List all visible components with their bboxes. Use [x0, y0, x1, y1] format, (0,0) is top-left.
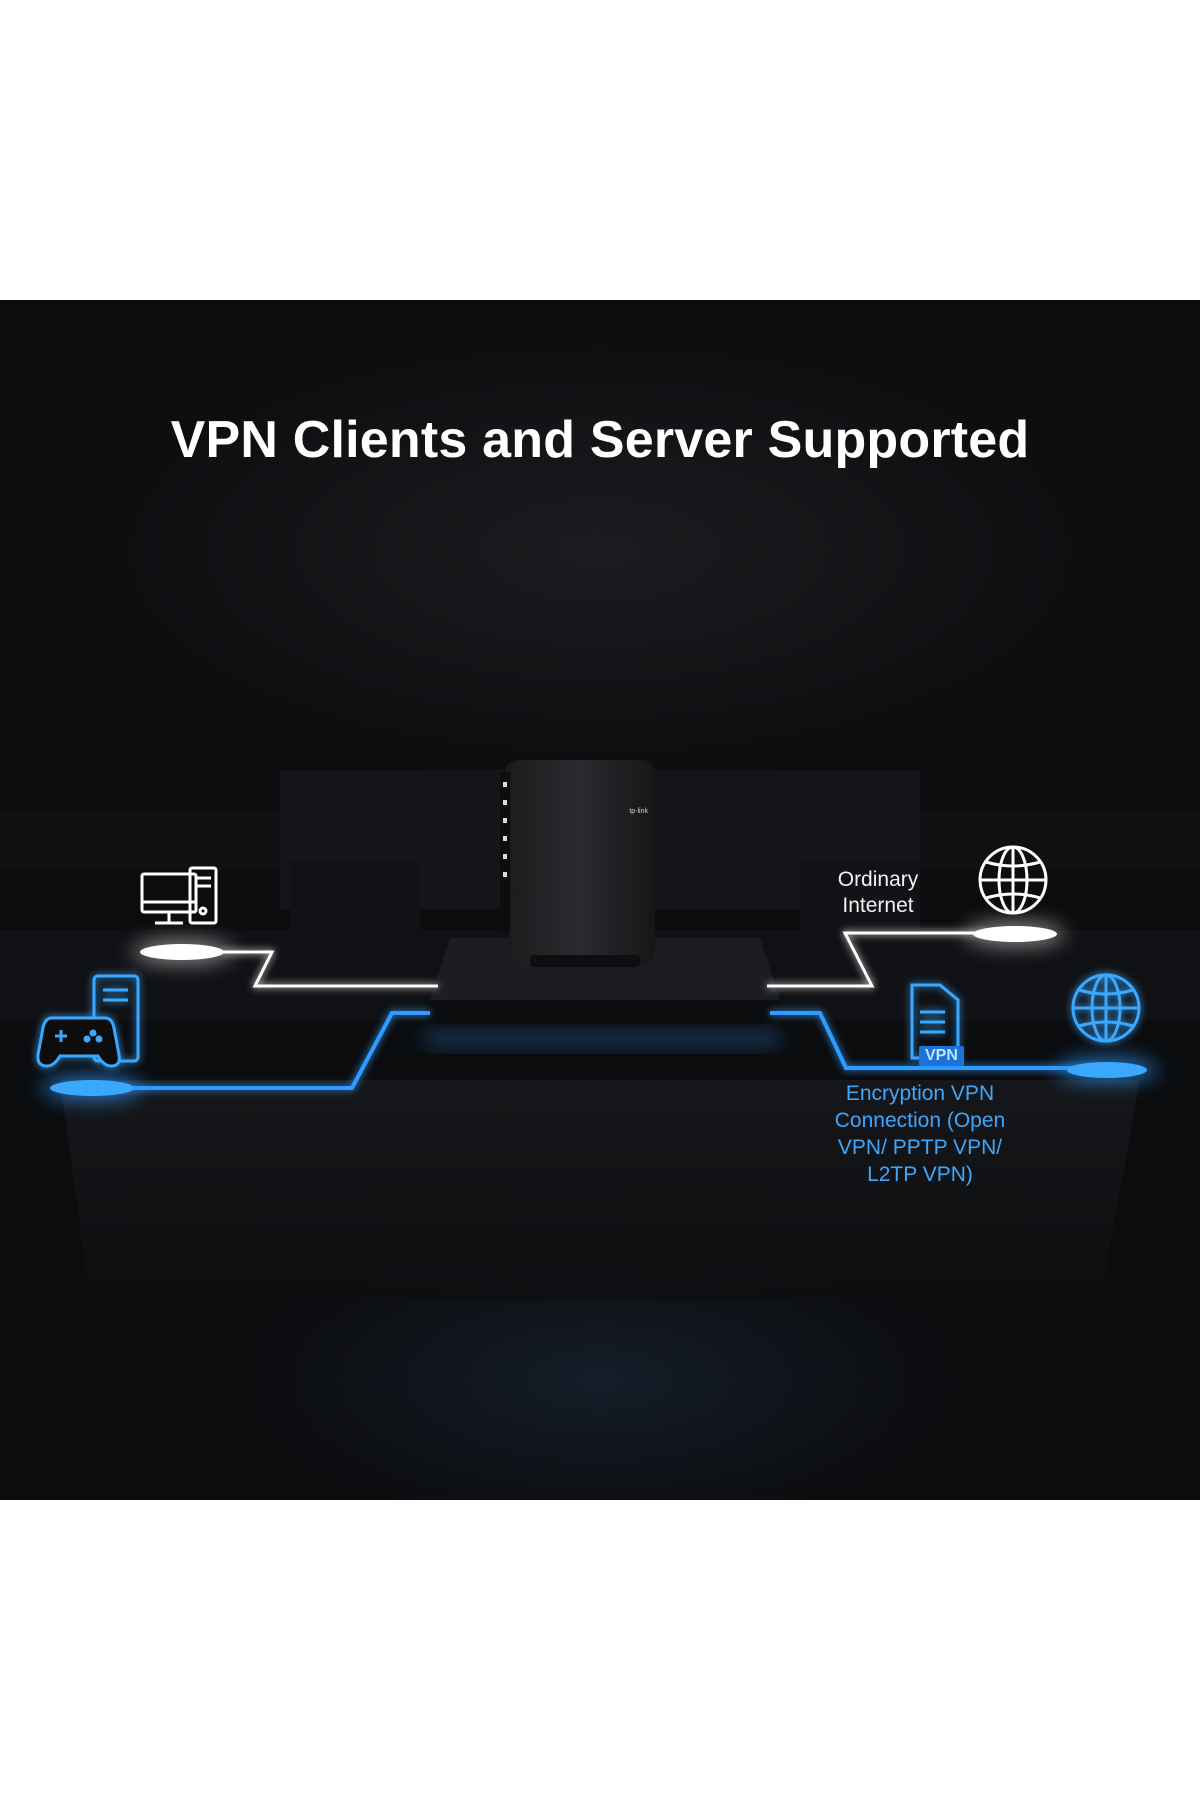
- encryption-line4: L2TP VPN): [867, 1163, 973, 1186]
- encryption-line3: VPN/ PPTP VPN/: [837, 1136, 1003, 1159]
- server-icon: [910, 983, 960, 1060]
- globe-icon-vpn: [1071, 973, 1141, 1043]
- router-logo: tp-link: [629, 808, 648, 815]
- ordinary-internet-line2: Internet: [842, 894, 914, 917]
- game-controller-icon: [36, 974, 140, 1068]
- ordinary-internet-line1: Ordinary: [837, 868, 919, 891]
- glow-pads: [42, 922, 1157, 1100]
- encryption-line1: Encryption VPN: [845, 1082, 995, 1105]
- desktop-computer-icon: [140, 866, 218, 925]
- encryption-line2: Connection (Open: [834, 1109, 1006, 1132]
- page-title: VPN Clients and Server Supported: [170, 411, 1030, 469]
- vpn-line: [95, 1011, 1100, 1090]
- encryption-vpn-label: Encryption VPN Connection (Open VPN/ PPT…: [810, 1080, 1030, 1188]
- network-diagram: tp-link: [0, 760, 1200, 1300]
- router-device: tp-link: [500, 760, 655, 967]
- ordinary-line: [220, 931, 988, 988]
- ordinary-internet-label: Ordinary Internet: [818, 867, 938, 919]
- vpn-badge: VPN: [919, 1046, 964, 1066]
- globe-icon: [978, 845, 1048, 915]
